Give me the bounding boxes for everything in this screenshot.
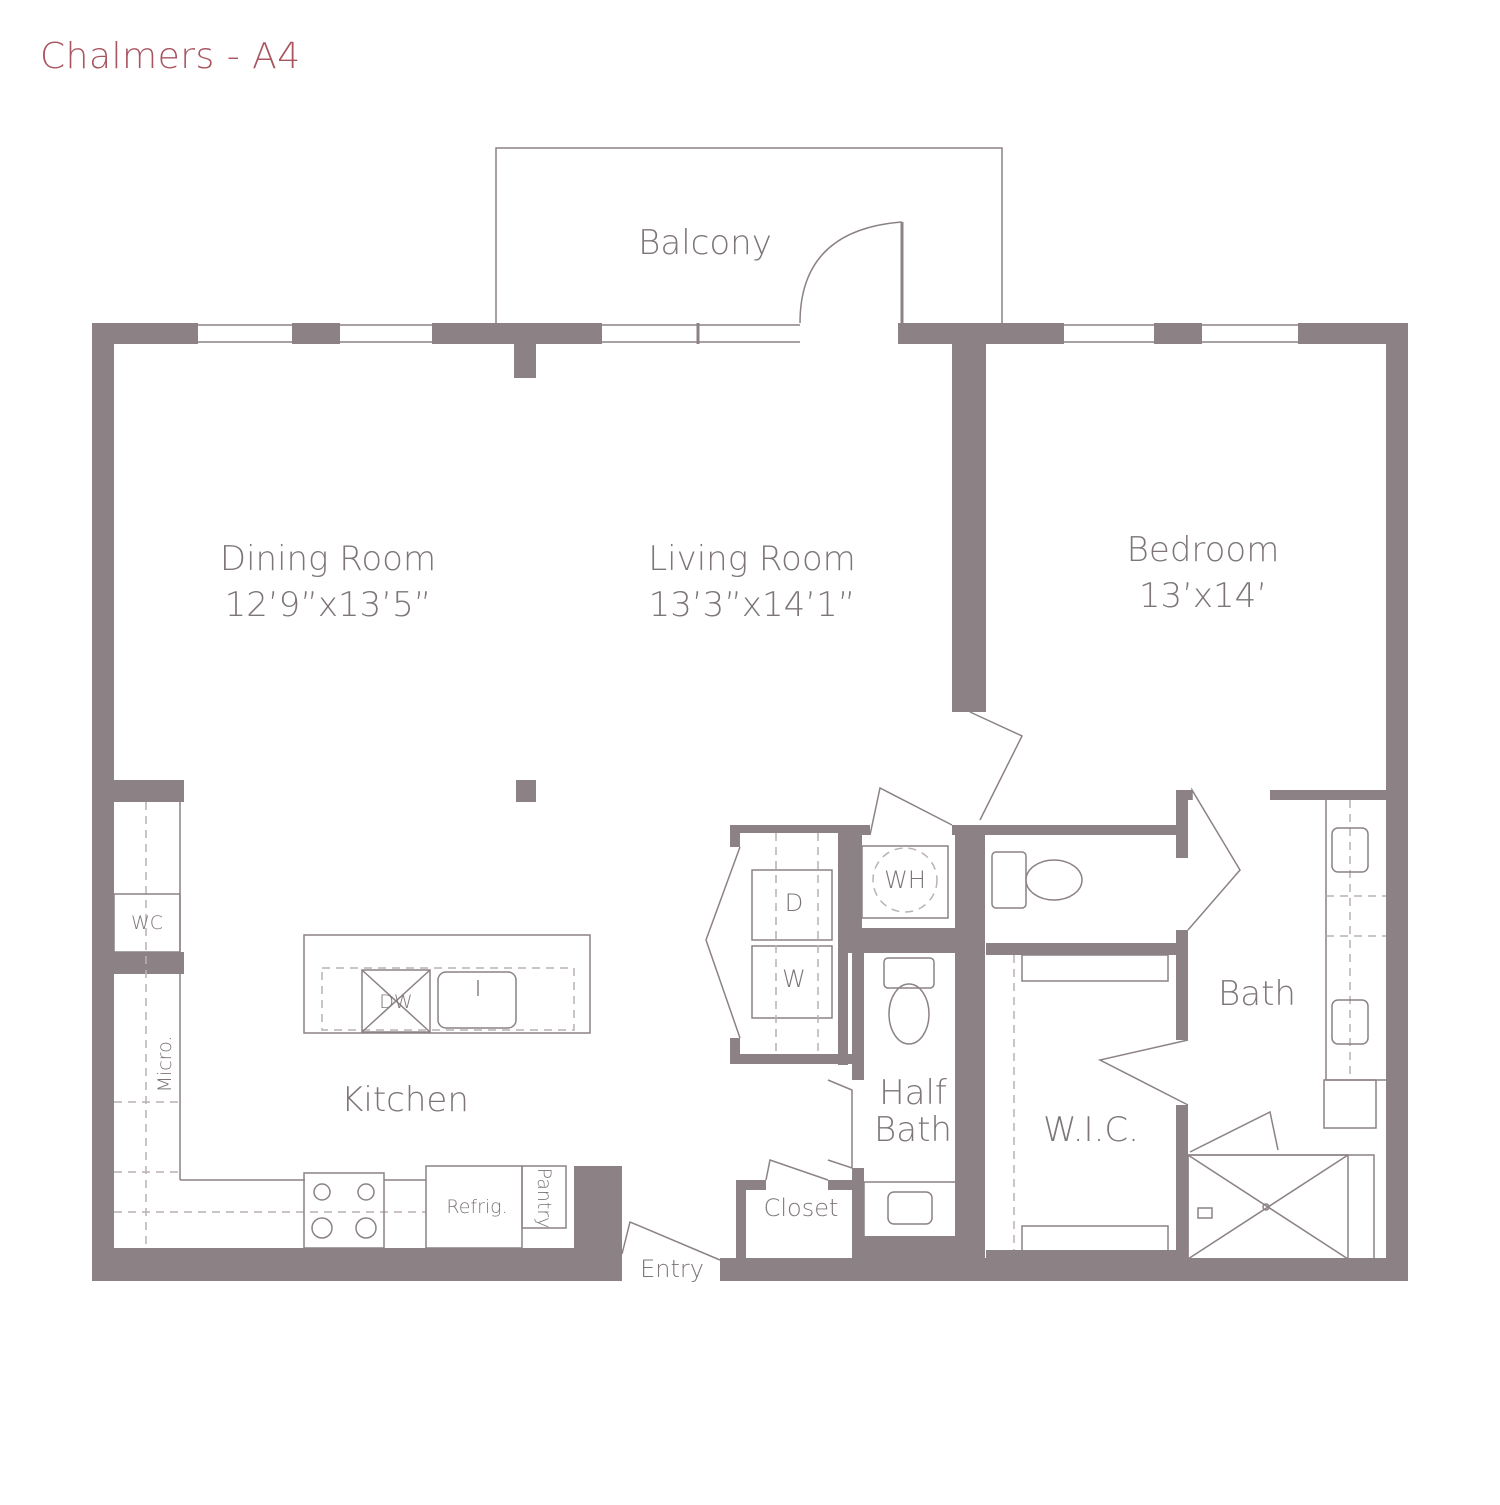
label-pantry: Pantry: [533, 1168, 555, 1229]
label-half-bath-2: Bath: [874, 1110, 952, 1150]
label-kitchen: Kitchen: [341, 1080, 469, 1120]
label-living-room-size: 13’3”x14’1”: [649, 585, 856, 625]
label-bedroom-size: 13’x14’: [1139, 576, 1267, 616]
label-closet: Closet: [764, 1194, 839, 1222]
label-living-room: Living Room: [648, 539, 856, 579]
fixture-labels: WC Micro. DW Refrig. Pantry D W WH: [131, 866, 926, 1228]
label-entry: Entry: [640, 1255, 704, 1283]
room-labels: Balcony Dining Room 12’9”x13’5” Living R…: [220, 223, 1296, 1283]
walls: [92, 323, 1408, 1281]
label-bath: Bath: [1218, 974, 1296, 1014]
label-dining-room: Dining Room: [220, 539, 436, 579]
balcony: [495, 147, 1003, 344]
kitchen-fixtures: [113, 802, 591, 1249]
bath-fixtures: [751, 800, 1386, 1260]
label-micro: Micro.: [154, 1036, 176, 1093]
label-dining-room-size: 12’9”x13’5”: [225, 585, 432, 625]
label-dryer: D: [785, 889, 803, 917]
label-dw: DW: [379, 991, 412, 1013]
label-balcony: Balcony: [638, 223, 772, 263]
label-water-heater: WH: [884, 866, 926, 894]
label-wic: W.I.C.: [1043, 1110, 1139, 1150]
windows: [198, 324, 1298, 343]
doors: [621, 711, 1279, 1261]
plan-title: Chalmers - A4: [40, 36, 301, 77]
label-wc: WC: [131, 912, 163, 934]
label-half-bath-1: Half: [879, 1073, 947, 1113]
label-bedroom: Bedroom: [1127, 530, 1280, 570]
label-refrig: Refrig.: [446, 1196, 507, 1218]
label-washer: W: [782, 965, 806, 993]
